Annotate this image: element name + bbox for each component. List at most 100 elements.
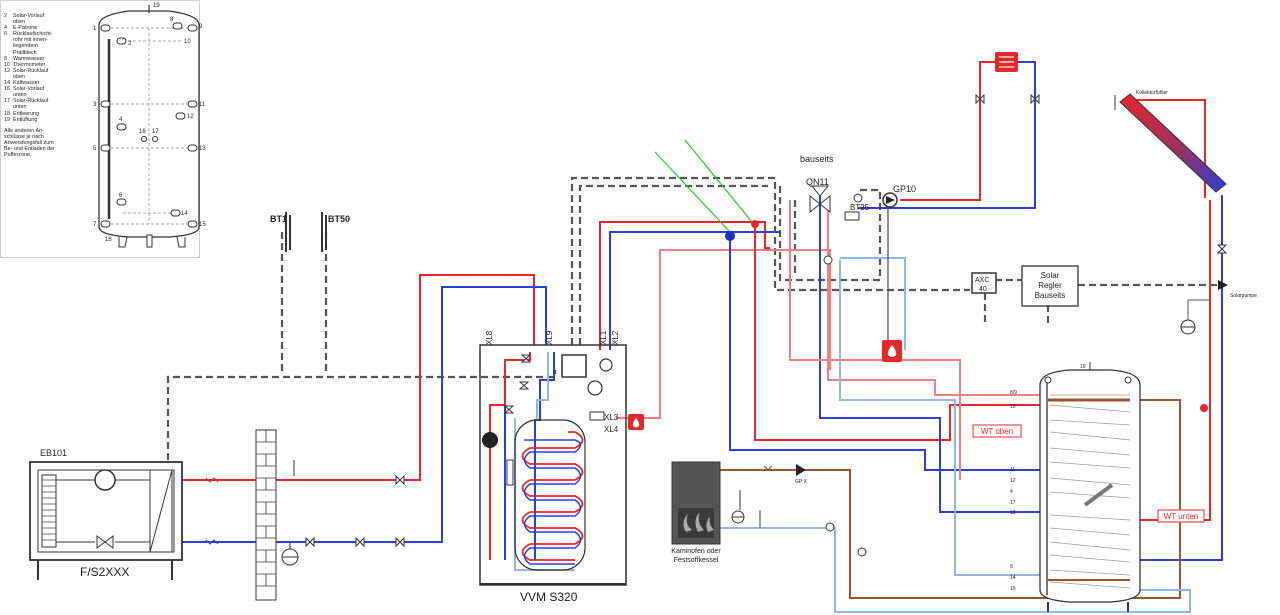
heat-pump-unit: EB101 F/S2XXX [29, 448, 183, 580]
inset-num-18: 18 [105, 237, 112, 243]
tap-icon [882, 340, 902, 362]
label-xl8: XL8 [485, 330, 494, 345]
legend-item-number: 6 [4, 31, 7, 38]
brick-wall [255, 429, 277, 601]
axc-module: AXC 40 [971, 272, 997, 294]
legend-item-number: 16 [4, 86, 10, 93]
label-kaminofen-line1: Kaminofen oder [671, 548, 721, 555]
legend-item-number: 4 [4, 25, 7, 32]
compressor-icon [94, 469, 116, 491]
vvm-xl2-cold-pipe [609, 231, 780, 350]
vvm-coil-hot [521, 431, 584, 561]
label-bt50: BT50 [328, 214, 350, 224]
mixing-group: bauseits QN11 GP10 BT25 [800, 154, 916, 265]
radiator-supply-pipe [900, 61, 995, 201]
label-kollektorfuehler: Kollektorfühler [1136, 90, 1168, 96]
label-bt1: BT1 [270, 214, 287, 224]
legend-item-number: 12 [4, 67, 10, 74]
solar-pump-icon [1218, 280, 1228, 290]
inset-num-12: 12 [187, 114, 194, 120]
legend-item-text: Entleerung [13, 110, 40, 117]
inset-num-5: 5 [93, 146, 97, 152]
light-cold-pipe [839, 260, 1040, 576]
legend-item-number: 19 [4, 116, 10, 123]
highlight-arrows [654, 139, 753, 233]
hot-water-tap-icon [628, 414, 644, 430]
tank-port-14: 14 [1010, 575, 1016, 581]
stove-supply-pipe [720, 399, 1181, 599]
inset-num-19: 19 [153, 3, 160, 9]
label-heatpump-model: F/S2XXX [80, 565, 129, 579]
tank-port-11: 11 [1010, 467, 1015, 473]
label-axc: AXC [975, 277, 989, 284]
hot-junction-dot [751, 220, 759, 228]
legend-item: 4 E-Patrone [4, 25, 84, 31]
tank-port-19: 19 [1080, 364, 1086, 370]
label-bauseits: bauseits [800, 154, 834, 164]
label-xl4: XL4 [604, 425, 619, 434]
inset-num-3: 3 [93, 102, 97, 108]
cold-to-tank-pipe [729, 236, 1040, 471]
label-solarpumpe: Solarpumpe [1230, 293, 1257, 299]
vvm-internal-hot [489, 352, 531, 560]
vvm-s320-unit: XL8 XL9 XL1 XL2 XL3 XL4 VVM S320 [479, 330, 627, 604]
hot-to-tank-pipe [754, 224, 1040, 441]
label-solar-regler-line2: Regler [1038, 281, 1062, 290]
cold-junction-dot [725, 231, 735, 241]
wt-labels: WT oben WT unten [972, 424, 1205, 523]
label-qn11: QN11 [806, 177, 829, 187]
legend-item-text: Rücklaufschicht- rohr mit innen- liegend… [13, 31, 53, 56]
qn11-cold-pipe [819, 195, 1040, 513]
label-axc-number: 40 [979, 286, 987, 293]
solar-collector: Kollektorfühler Solarpumpe [1114, 90, 1257, 412]
tank-port-13: 13 [1010, 510, 1016, 516]
tank-port-6: 6 [1010, 564, 1013, 570]
inset-num-4: 4 [119, 117, 123, 123]
label-vvm-model: VVM S320 [520, 590, 578, 604]
label-gpx: GP X [795, 479, 808, 485]
tank-port-17: 17 [1010, 500, 1016, 506]
legend-item-text: Solar-Vorlauf unten [13, 86, 45, 99]
inset-num-13: 13 [199, 146, 206, 152]
radiator-return-pipe [858, 61, 1036, 209]
inset-num-14: 14 [181, 211, 188, 217]
vvm-control-module [561, 354, 587, 378]
solar-return-pipe [1140, 195, 1223, 561]
line-valves [205, 474, 405, 548]
label-bt25: BT25 [850, 203, 870, 212]
xl3-pipe [616, 249, 831, 419]
solid-fuel-stove: Kaminofen oder Festsoffkessel GP X [671, 461, 867, 564]
legend-item-text: E-Patrone [13, 25, 38, 32]
stove-return-pipe [720, 527, 1191, 613]
heatpump-return-pipe [182, 286, 547, 543]
label-xl2: XL2 [611, 330, 620, 345]
inset-num-7: 7 [93, 222, 97, 228]
inset-num-10: 10 [184, 39, 191, 45]
tank-port-12: 12 [1010, 478, 1016, 484]
legend-item-number: 8 [4, 55, 7, 62]
inset-num-8: 8 [170, 17, 174, 23]
inset-drain [146, 234, 153, 248]
label-solar-regler-line3: Bauseits [1035, 291, 1066, 300]
legend-item-text: Thermometer [13, 61, 46, 68]
qn11-hot-pipe [827, 210, 1040, 396]
tank-port-10: 10 [1010, 404, 1016, 410]
legend-item-text: Kaltwasser [13, 80, 40, 87]
legend-item-text: Solar-Vorlauf oben [13, 13, 45, 26]
label-xl1: XL1 [599, 330, 608, 345]
inset-num-2: 2 [128, 41, 132, 47]
label-xl9: XL9 [545, 330, 554, 345]
inset-foot-right [176, 236, 186, 248]
legend-item: 6 Rücklaufschicht- rohr mit innen- liegen… [4, 31, 84, 55]
label-wt-unten: WT unten [1164, 512, 1199, 521]
label-eb101: EB101 [40, 448, 67, 458]
tank-port-4: 4 [1010, 489, 1013, 495]
inset-num-6: 6 [119, 193, 123, 199]
tank-port-8-9: 8/9 [1010, 390, 1017, 396]
